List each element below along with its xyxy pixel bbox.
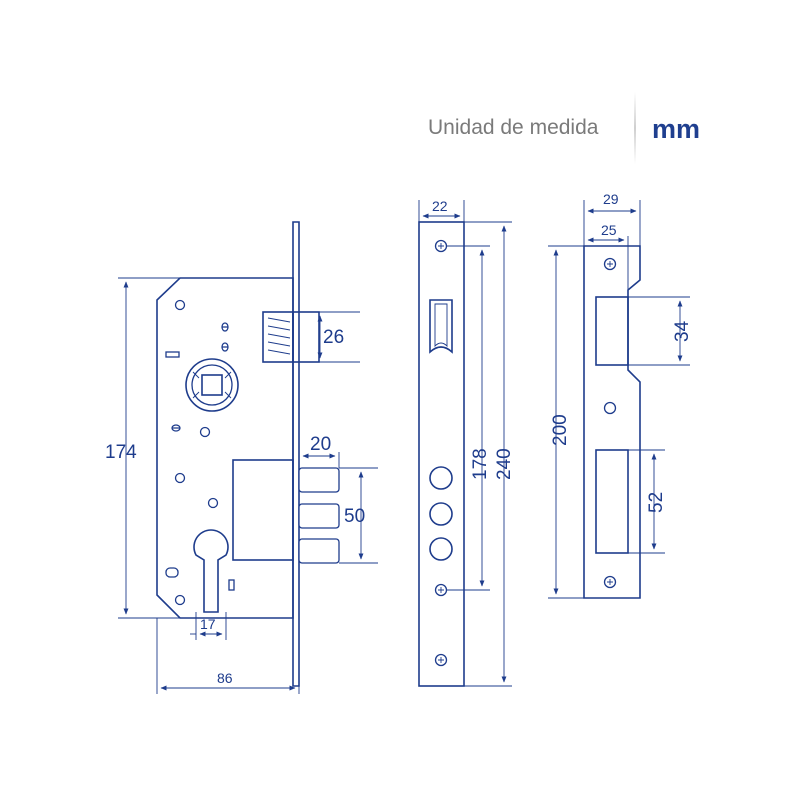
cylinder-cutout (193, 529, 229, 613)
bolt-width-dim: 20 (310, 434, 331, 455)
case-slot (228, 579, 235, 591)
strike-bolt-slot (595, 449, 629, 554)
lock-case-outline (156, 277, 294, 619)
deadbolt-pin (298, 503, 340, 529)
follower-hub-inner (191, 364, 233, 406)
unit-label: Unidad de medida (428, 116, 599, 139)
strike-hole-span-dim: 200 (550, 414, 571, 446)
deadbolt-pin (298, 467, 340, 493)
faceplate-width-dim: 22 (432, 198, 448, 214)
strike-bolt-slot-dim: 52 (646, 492, 667, 513)
strike-latch-slot-dim: 34 (672, 320, 693, 342)
faceplate-screw-hole (434, 239, 448, 253)
case-screw-hole (174, 299, 186, 311)
follower-hub-outer (185, 358, 239, 412)
strike-outer-width-dim: 29 (603, 191, 619, 207)
unit-value: mm (652, 114, 701, 144)
faceplate-bolt-hole (429, 466, 453, 490)
strike-screw-hole (603, 575, 617, 589)
strike-screw-hole (603, 257, 617, 271)
lock-height-dim: 174 (105, 442, 137, 463)
lock-front-plate (292, 221, 300, 687)
cylinder-dim: 17 (200, 616, 216, 632)
latch-spring (267, 317, 291, 355)
case-slot (165, 351, 180, 358)
deadbolt-housing (232, 459, 294, 561)
faceplate-outline (418, 221, 465, 687)
bolt-span-dim: 50 (344, 506, 365, 527)
case-slot (165, 567, 179, 578)
deadbolt-pin (298, 538, 340, 564)
latch-dim: 26 (323, 327, 344, 348)
faceplate-dimensions: 22 178 240 (418, 198, 515, 687)
latch-bolt (292, 311, 320, 363)
lock-body-dimensions: 174 86 17 26 20 50 (105, 277, 378, 694)
case-screw-hole (174, 594, 186, 606)
strike-plate-outline (583, 245, 641, 599)
strike-latch-slot (595, 296, 629, 366)
case-screw-hole (174, 472, 186, 484)
unit-divider (634, 92, 636, 164)
faceplate-view (418, 221, 465, 687)
follower-square (201, 374, 223, 396)
strike-inner-width-dim: 25 (601, 222, 617, 238)
case-pin (171, 424, 181, 432)
case-pin (221, 342, 229, 352)
faceplate-hole-span-dim: 178 (470, 448, 491, 480)
strike-plate-view (583, 245, 641, 599)
strike-screw-hole (603, 401, 617, 415)
faceplate-screw-hole (434, 583, 448, 597)
case-screw-hole (207, 497, 219, 509)
faceplate-length-dim: 240 (494, 448, 515, 480)
case-screw-hole (199, 426, 211, 438)
lock-width-dim: 86 (217, 670, 233, 686)
faceplate-screw-hole (434, 653, 448, 667)
case-pin (221, 322, 229, 332)
strike-plate-dimensions: 29 25 34 200 52 (548, 191, 693, 599)
faceplate-latch-slot (429, 299, 453, 354)
faceplate-bolt-hole (429, 537, 453, 561)
faceplate-bolt-hole (429, 502, 453, 526)
